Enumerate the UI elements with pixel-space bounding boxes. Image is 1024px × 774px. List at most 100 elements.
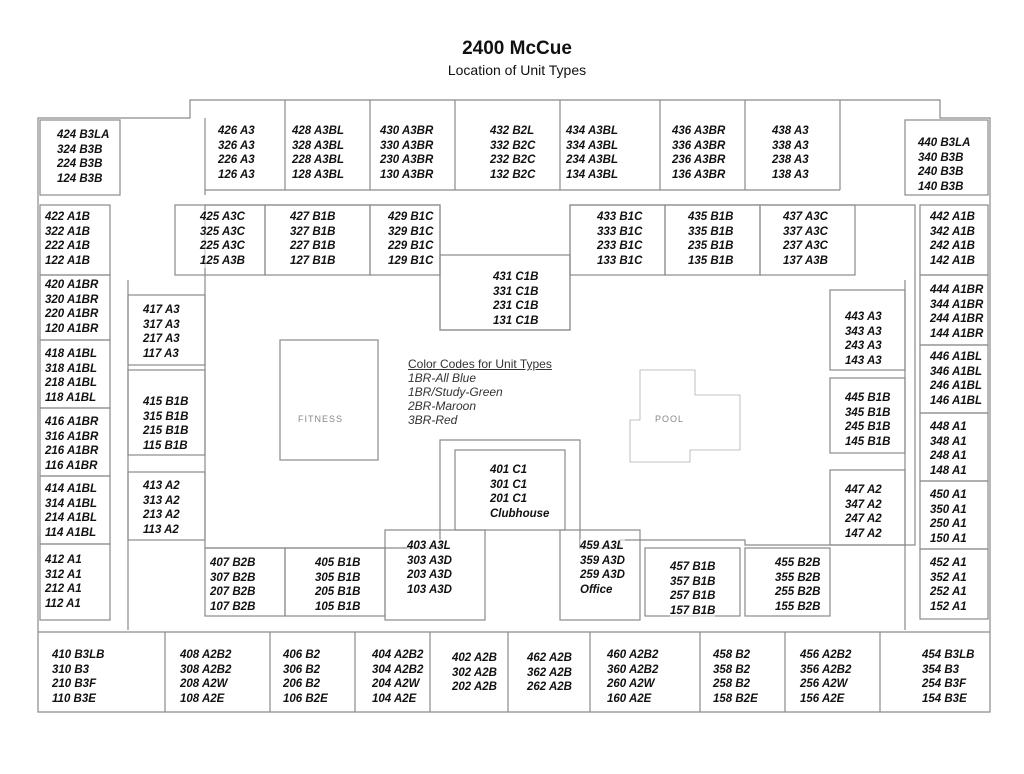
unit-label: 442 A1B [930, 211, 975, 223]
unit-label: 106 B2E [283, 692, 328, 705]
unit-label: 334 A3BL [566, 139, 618, 152]
unit-label: 242 A1B [930, 240, 975, 252]
unit-label: 124 B3B [57, 172, 103, 185]
pool-outline [629, 369, 741, 463]
unit-label: 362 A2B [527, 666, 572, 679]
unit-label: 329 B1C [388, 225, 434, 238]
unit-label: 302 A2B [452, 666, 497, 679]
unit-label: 128 A3BL [292, 168, 344, 181]
unit-label: 459 A3L [580, 540, 624, 552]
unit-label: 146 A1BL [930, 394, 982, 407]
unit-label: 205 B1B [315, 586, 361, 598]
legend-item-3br: 3BR-Red [408, 413, 458, 427]
unit-label: 335 B1B [688, 225, 734, 238]
unit-label: 244 A1BR [930, 313, 984, 325]
unit-label: 344 A1BR [930, 298, 984, 311]
unit-label: 317 A3 [143, 318, 180, 331]
unit-label: 243 A3 [845, 340, 882, 352]
unit-label: 254 B3F [922, 678, 967, 690]
unit-label: 145 B1B [845, 435, 891, 448]
unit-label: 232 B2C [490, 154, 536, 166]
legend-item-2br: 2BR-Maroon [408, 399, 477, 413]
unit-label: 207 B2B [210, 586, 256, 598]
unit-label: 126 A3 [218, 168, 255, 181]
unit-label: 304 A2B2 [372, 663, 424, 676]
unit-label: 307 B2B [210, 571, 256, 584]
unit-label: 443 A3 [845, 311, 882, 323]
unit-label: 229 B1C [388, 240, 434, 252]
unit-label: 413 A2 [143, 480, 180, 492]
unit-label: 130 A3BR [380, 168, 434, 181]
unit-label: 118 A1BL [45, 391, 97, 404]
unit-label: 224 B3B [57, 158, 103, 170]
unit-label: 327 B1B [290, 225, 336, 238]
unit-label: 208 A2W [180, 678, 228, 690]
unit-label: 303 A3D [407, 554, 452, 567]
unit-label: 433 B1C [597, 211, 643, 223]
unit-label: 408 A2B2 [180, 649, 232, 661]
unit-label: 228 A3BL [292, 154, 344, 166]
unit-label: 137 A3B [783, 254, 828, 267]
unit-label: 431 C1B [493, 271, 539, 283]
unit-label: 143 A3 [845, 354, 882, 367]
unit-label: 430 A3BR [380, 125, 434, 137]
unit-label: 301 C1 [490, 478, 528, 491]
unit-label: 155 B2B [775, 600, 821, 613]
unit-label: 333 B1C [597, 225, 643, 238]
unit-label: 125 A3B [200, 254, 245, 267]
unit-label: 352 A1 [930, 571, 967, 584]
unit-label: 402 A2B [452, 652, 497, 664]
unit-label: 429 B1C [388, 211, 434, 223]
unit-label: 432 B2L [490, 125, 535, 137]
unit-label: 328 A3BL [292, 139, 344, 152]
unit-label: 434 A3BL [566, 125, 618, 137]
unit-label: 157 B1B [670, 604, 716, 617]
unit-label: 122 A1B [45, 254, 90, 267]
unit-label: 233 B1C [597, 240, 643, 252]
unit-label: 117 A3 [143, 347, 179, 360]
unit-label: 245 B1B [845, 421, 891, 433]
unit-label: 336 A3BR [672, 139, 726, 152]
unit-label: 359 A3D [580, 554, 625, 567]
unit-label: 348 A1 [930, 435, 967, 448]
unit-label: 217 A3 [143, 333, 180, 345]
unit-label: 407 B2B [210, 557, 256, 569]
unit-label: 456 A2B2 [800, 649, 852, 661]
unit-label: 127 B1B [290, 254, 336, 267]
unit-label: 457 B1B [670, 561, 716, 573]
unit-label: 144 A1BR [930, 327, 984, 340]
unit-label: 103 A3D [407, 583, 452, 596]
pool-label: POOL [655, 414, 685, 424]
unit-label: 215 B1B [143, 425, 189, 437]
unit-label: 312 A1 [45, 568, 82, 581]
unit-label: 131 C1B [493, 314, 539, 327]
unit-label: 113 A2 [143, 523, 179, 536]
